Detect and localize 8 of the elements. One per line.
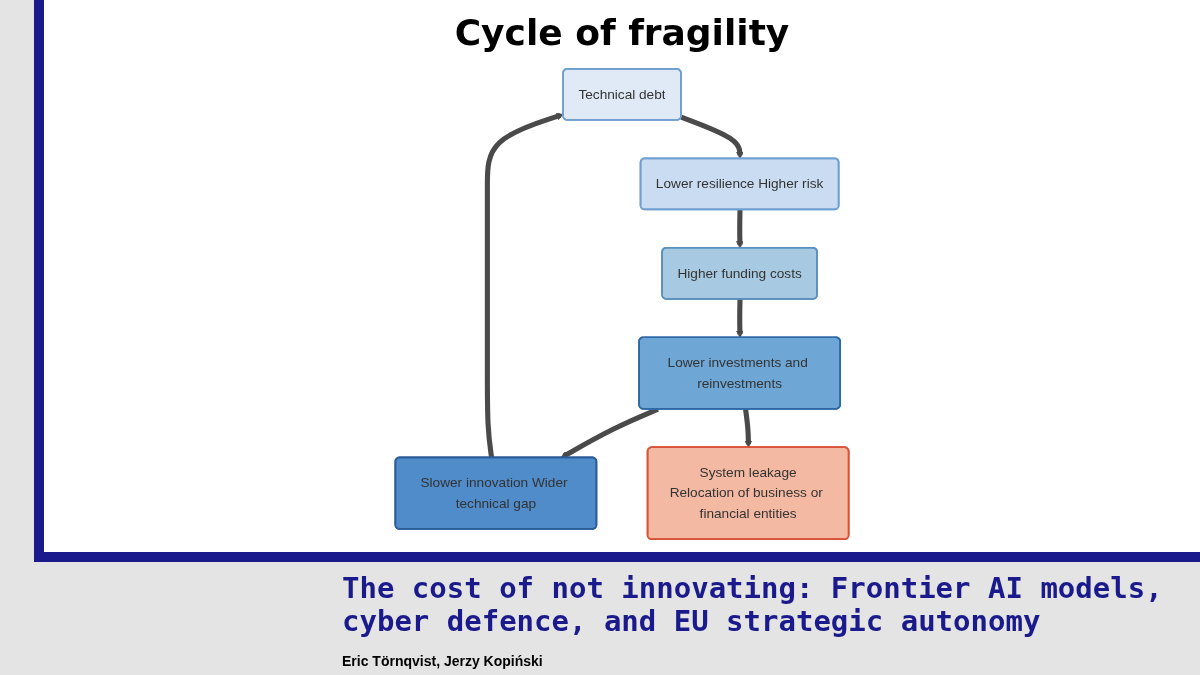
article-title: The cost of not innovating: Frontier AI models, cyber defence, and EU strategic autonomy (342, 572, 1164, 638)
author-names: Eric Törnqvist, Jerzy Kopiński (342, 653, 543, 669)
diagram-title: Cycle of fragility (453, 12, 791, 53)
arrow (484, 112, 564, 459)
arrow (736, 299, 744, 338)
arrow (736, 209, 744, 249)
arrow (680, 114, 744, 160)
arrow (743, 408, 753, 448)
